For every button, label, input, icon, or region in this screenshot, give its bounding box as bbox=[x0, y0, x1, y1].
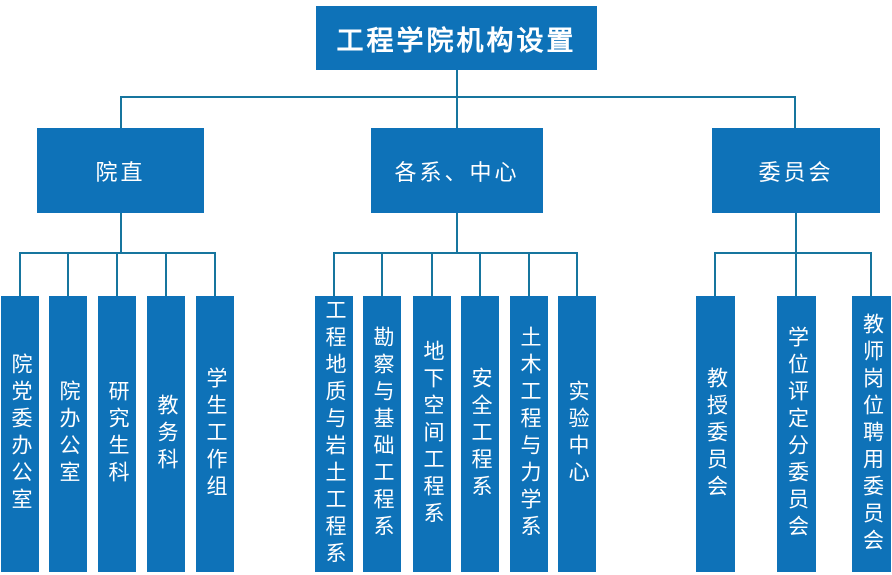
connector-drop bbox=[19, 252, 21, 296]
leaf-graduate-section: 研究生科 bbox=[98, 296, 136, 572]
branch-box-college-direct: 院直 bbox=[37, 128, 204, 213]
leaf-label: 学生工作组 bbox=[204, 366, 227, 502]
leaf-label: 安全工程系 bbox=[469, 366, 492, 502]
leaf-dept-survey-foundation: 勘察与基础工程系 bbox=[363, 296, 401, 572]
chart-title-box: 工程学院机构设置 bbox=[316, 6, 597, 70]
chart-title: 工程学院机构设置 bbox=[336, 25, 577, 56]
connector-drop bbox=[795, 252, 797, 296]
leaf-label: 研究生科 bbox=[106, 380, 129, 488]
branch-label: 委员会 bbox=[758, 159, 834, 185]
connector-drop bbox=[116, 252, 118, 296]
leaf-college-party-committee-office: 院党委办公室 bbox=[1, 296, 39, 572]
leaf-label: 教师岗位聘用委员会 bbox=[860, 312, 884, 556]
connector-horizontal-group-2 bbox=[714, 252, 872, 254]
leaf-professors-committee: 教授委员会 bbox=[696, 296, 735, 572]
connector-drop-branch-1 bbox=[456, 96, 458, 128]
connector-drop bbox=[576, 252, 578, 296]
leaf-dept-underground-space: 地下空间工程系 bbox=[413, 296, 451, 572]
connector-drop bbox=[431, 252, 433, 296]
leaf-teacher-post-appointment-committee: 教师岗位聘用委员会 bbox=[852, 296, 891, 572]
leaf-label: 教授委员会 bbox=[704, 366, 728, 502]
connector-drop bbox=[165, 252, 167, 296]
leaf-dept-engineering-geology-geotechnical: 工程地质与岩土工程系 bbox=[315, 296, 353, 572]
connector-horizontal-top bbox=[120, 96, 796, 98]
connector-trunk bbox=[456, 70, 458, 97]
connector-drop-branch-2 bbox=[794, 96, 796, 128]
connector-drop bbox=[479, 252, 481, 296]
leaf-label: 院党委办公室 bbox=[9, 353, 32, 515]
leaf-dept-civil-engineering-mechanics: 土木工程与力学系 bbox=[510, 296, 548, 572]
connector-drop bbox=[528, 252, 530, 296]
connector-drop bbox=[870, 252, 872, 296]
branch-label: 院直 bbox=[95, 159, 146, 185]
leaf-label: 学位评定分委员会 bbox=[785, 326, 809, 542]
leaf-label: 工程地质与岩土工程系 bbox=[323, 299, 346, 569]
connector-drop bbox=[67, 252, 69, 296]
leaf-label: 教务科 bbox=[155, 393, 178, 475]
connector-stem-group-0 bbox=[120, 213, 122, 254]
leaf-academic-affairs-section: 教务科 bbox=[147, 296, 185, 572]
connector-drop bbox=[714, 252, 716, 296]
leaf-college-office: 院办公室 bbox=[49, 296, 87, 572]
leaf-label: 勘察与基础工程系 bbox=[371, 326, 394, 542]
leaf-experiment-center: 实验中心 bbox=[558, 296, 596, 572]
connector-drop bbox=[381, 252, 383, 296]
leaf-label: 实验中心 bbox=[566, 380, 589, 488]
connector-stem-group-2 bbox=[795, 213, 797, 254]
connector-drop bbox=[214, 252, 216, 296]
connector-drop bbox=[333, 252, 335, 296]
leaf-label: 院办公室 bbox=[57, 380, 80, 488]
leaf-label: 地下空间工程系 bbox=[421, 339, 444, 529]
leaf-label: 土木工程与力学系 bbox=[518, 326, 541, 542]
connector-drop-branch-0 bbox=[120, 96, 122, 128]
branch-label: 各系、中心 bbox=[394, 159, 520, 185]
leaf-degree-evaluation-subcommittee: 学位评定分委员会 bbox=[777, 296, 816, 572]
connector-horizontal-group-1 bbox=[333, 252, 578, 254]
leaf-student-work-group: 学生工作组 bbox=[196, 296, 234, 572]
leaf-dept-safety-engineering: 安全工程系 bbox=[461, 296, 499, 572]
branch-box-committees: 委员会 bbox=[712, 128, 880, 213]
branch-box-departments-centers: 各系、中心 bbox=[371, 128, 543, 213]
connector-stem-group-1 bbox=[456, 213, 458, 254]
